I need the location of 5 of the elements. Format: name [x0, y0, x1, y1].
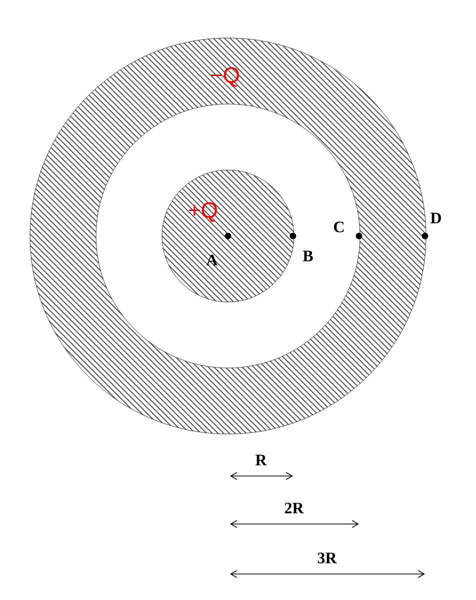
dimension-label: 3R — [318, 552, 337, 564]
point-label: C — [334, 222, 344, 232]
dimension-label: 2R — [284, 502, 304, 514]
dimension-label: R — [255, 454, 267, 466]
point-label: D — [430, 212, 441, 224]
